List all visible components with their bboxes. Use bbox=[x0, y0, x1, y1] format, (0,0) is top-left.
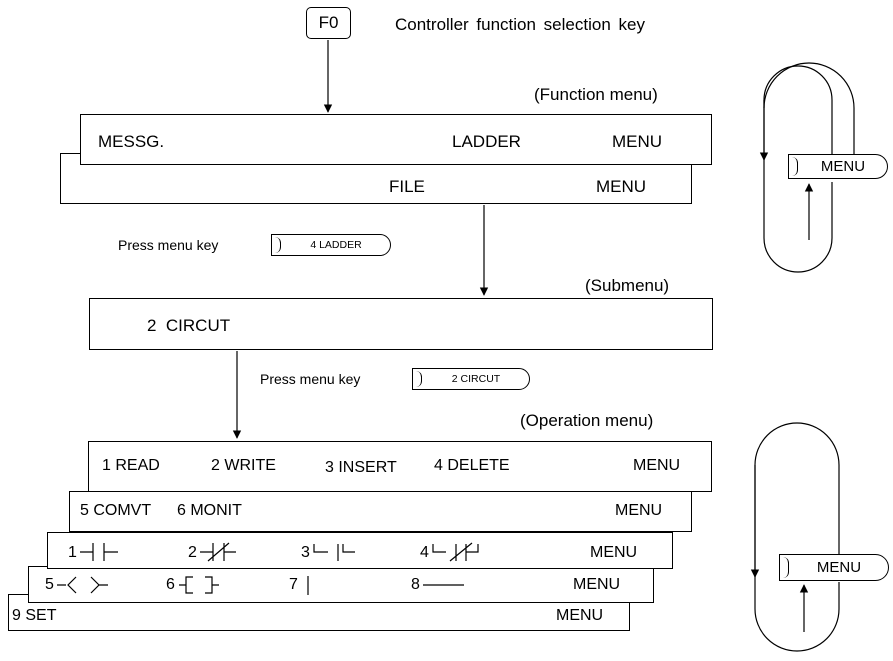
op-set[interactable]: 9 SET bbox=[12, 607, 57, 624]
op-contact-nc-num: 2 bbox=[188, 544, 197, 561]
op-coil-num: 5 bbox=[45, 576, 54, 593]
function-menu-messg[interactable]: MESSG. bbox=[98, 132, 165, 151]
submenu-circut[interactable]: 2 CIRCUT bbox=[147, 316, 231, 335]
op-menu-5[interactable]: MENU bbox=[556, 607, 604, 624]
op-hline-num: 8 bbox=[411, 576, 420, 593]
function-menu-title: (Function menu) bbox=[534, 85, 658, 104]
op-insert[interactable]: 3 INSERT bbox=[325, 459, 397, 476]
op-delete[interactable]: 4 DELETE bbox=[434, 457, 510, 474]
submenu-box bbox=[89, 298, 713, 350]
op-func-num: 6 bbox=[166, 576, 175, 593]
op-comvt[interactable]: 5 COMVT bbox=[80, 502, 152, 519]
op-contact-no-num: 1 bbox=[68, 544, 77, 561]
op-monit[interactable]: 6 MONIT bbox=[177, 502, 242, 519]
function-menu-row1 bbox=[80, 114, 712, 165]
press-key-label-2: Press menu key bbox=[260, 371, 361, 387]
cycle-menu-key-top[interactable]: MENU bbox=[788, 154, 888, 179]
operation-menu-title: (Operation menu) bbox=[520, 411, 654, 430]
op-menu-3[interactable]: MENU bbox=[590, 544, 638, 561]
op-menu-1[interactable]: MENU bbox=[633, 457, 681, 474]
circut-menu-key[interactable]: 2 CIRCUT bbox=[412, 368, 530, 390]
op-menu-4[interactable]: MENU bbox=[573, 576, 621, 593]
function-menu-menu-2[interactable]: MENU bbox=[596, 177, 647, 196]
op-vline-num: 7 bbox=[289, 576, 298, 593]
function-menu-ladder[interactable]: LADDER bbox=[452, 132, 521, 151]
op-menu-2[interactable]: MENU bbox=[615, 502, 663, 519]
cycle-menu-key-bottom-label: MENU bbox=[816, 559, 862, 576]
circut-menu-key-label: 2 CIRCUT bbox=[451, 373, 501, 385]
f0-key[interactable]: F0 bbox=[306, 7, 351, 39]
cycle-menu-key-top-label: MENU bbox=[820, 158, 866, 175]
op-write[interactable]: 2 WRITE bbox=[211, 457, 276, 474]
operation-row3 bbox=[47, 532, 673, 569]
ladder-menu-key-label: 4 LADDER bbox=[310, 239, 362, 251]
press-key-label-1: Press menu key bbox=[118, 237, 219, 253]
cycle-menu-key-bottom[interactable]: MENU bbox=[779, 554, 889, 581]
ladder-menu-key[interactable]: 4 LADDER bbox=[271, 234, 391, 256]
op-branch-nc-num: 4 bbox=[420, 544, 429, 561]
op-branch-no-num: 3 bbox=[301, 544, 310, 561]
function-menu-menu-1[interactable]: MENU bbox=[612, 132, 663, 151]
f0-key-label: F0 bbox=[318, 13, 339, 32]
op-read[interactable]: 1 READ bbox=[102, 457, 160, 474]
operation-row1 bbox=[88, 441, 712, 492]
f0-caption: Controller function selection key bbox=[395, 15, 645, 34]
submenu-title: (Submenu) bbox=[585, 276, 670, 295]
function-menu-file[interactable]: FILE bbox=[389, 177, 425, 196]
